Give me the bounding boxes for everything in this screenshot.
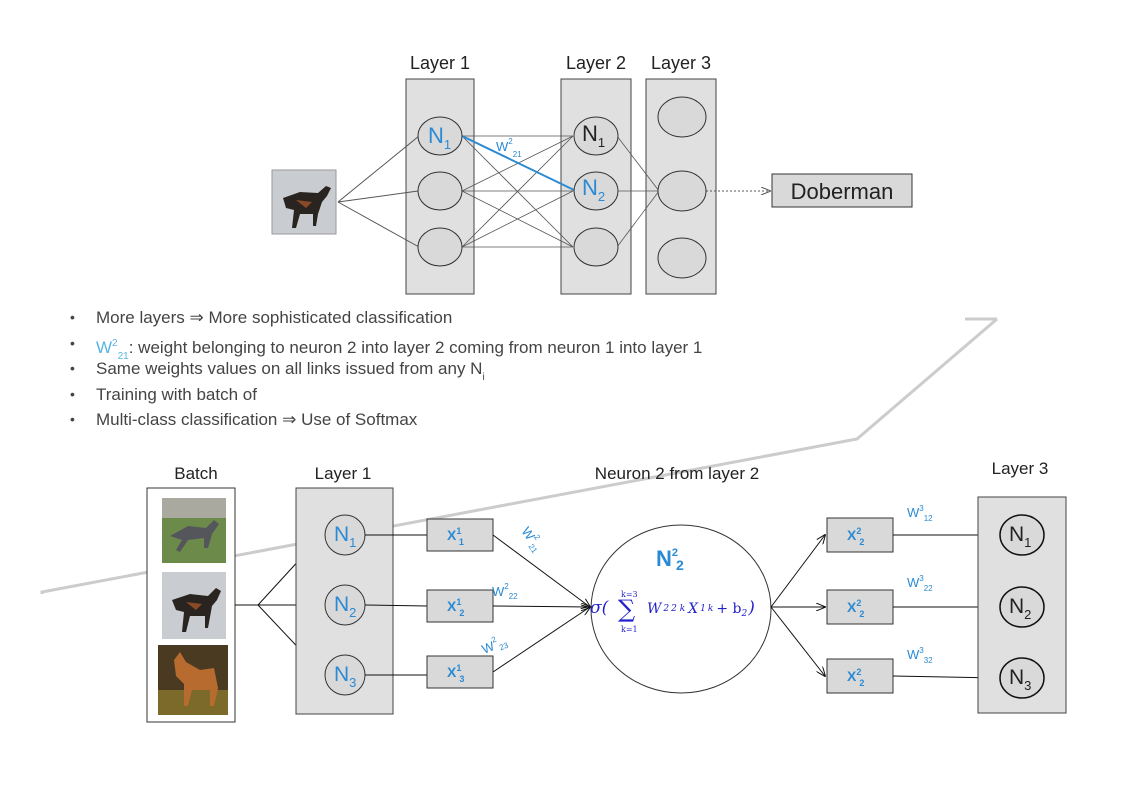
top-l2-node-2 [573, 171, 619, 211]
w-output-label-1: W312 [907, 504, 933, 523]
bottom-l1-node-label-2: N2 [334, 593, 356, 620]
x-input-arrow-1 [492, 534, 590, 607]
w-input-label-3: W223 [479, 631, 510, 658]
top-l3-node-1 [657, 96, 707, 138]
svg-text:∑: ∑ [618, 595, 635, 623]
top-l1-n1-label: N1 [428, 123, 451, 152]
top-l1-node-1 [417, 116, 463, 156]
layer2-layer3-links [616, 135, 660, 248]
highlighted-weight-link [461, 135, 575, 191]
top-l2-node-1 [573, 116, 619, 156]
batch-image-3 [158, 645, 228, 715]
neuron-2-layer-2 [590, 524, 772, 694]
input-dog-image [271, 169, 337, 235]
w-input-label-2: W222 [492, 582, 518, 601]
output-class-label: Doberman [791, 179, 894, 204]
top-l2-node-3 [573, 227, 619, 267]
neuron-out-arrow-3 [770, 606, 825, 676]
bottom-l3-node-2 [999, 586, 1045, 628]
bottom-l3-node-label-2: N2 [1009, 595, 1031, 622]
x-input-box-3 [426, 655, 494, 689]
bottom-l1-out-link-2 [364, 604, 428, 607]
bottom-l3-node-3 [999, 657, 1045, 699]
bottom-layer3-label: Layer 3 [992, 459, 1049, 478]
bullet-4: Training with batch of [70, 382, 702, 408]
w-output-label-3: W332 [907, 646, 933, 665]
top-l3-node-3 [657, 237, 707, 279]
neuron-title: Neuron 2 from layer 2 [595, 464, 759, 483]
svg-text:σ(: σ( [590, 598, 609, 618]
svg-text:k=1: k=1 [621, 625, 638, 634]
bottom-l3-node-label-3: N3 [1009, 666, 1031, 693]
bullet-5: Multi-class classification ⇒ Use of Soft… [70, 407, 702, 433]
neuron-out-arrow-1 [770, 535, 825, 608]
separator-line [40, 317, 998, 594]
bottom-l1-node-label-1: N1 [334, 523, 356, 550]
top-l1-node-2 [417, 171, 463, 211]
w-input-label-1: W221 [517, 523, 548, 555]
bottom-l3-node-label-1: N1 [1009, 523, 1031, 550]
bottom-l1-node-label-3: N3 [334, 663, 356, 690]
bullet-list: More layers ⇒ More sophisticated classif… [70, 305, 702, 433]
top-layer2-label: Layer 2 [566, 53, 626, 73]
top-layer3-label: Layer 3 [651, 53, 711, 73]
bottom-l3-node-1 [999, 514, 1045, 556]
batch-label: Batch [174, 464, 217, 483]
top-layer1-label: Layer 1 [410, 53, 470, 73]
x-input-arrow-2 [492, 606, 590, 607]
top-weight-label: W221 [496, 137, 522, 159]
bullet-2: W221: weight belonging to neuron 2 into … [70, 331, 702, 362]
batch-image-2 [162, 572, 226, 639]
top-l2-n2-label: N2 [582, 175, 605, 204]
w-output-label-2: W322 [907, 574, 933, 593]
layer1-layer2-links [461, 135, 574, 248]
x-output-box-3 [826, 658, 894, 694]
x-input-box-2 [426, 589, 494, 623]
batch-image-1 [162, 498, 226, 563]
top-l3-node-2 [657, 170, 707, 212]
bullet-1: More layers ⇒ More sophisticated classif… [70, 305, 702, 331]
input-links [337, 135, 420, 248]
output-class-box [771, 173, 913, 208]
bottom-layer1-label: Layer 1 [315, 464, 372, 483]
top-l1-node-3 [417, 227, 463, 267]
bullet-3: Same weights values on all links issued … [70, 356, 702, 383]
svg-text:k=3: k=3 [621, 590, 638, 599]
x-input-arrow-3 [492, 607, 590, 673]
top-l2-n1-label: N1 [582, 121, 605, 150]
x-input-box-1 [426, 518, 494, 552]
